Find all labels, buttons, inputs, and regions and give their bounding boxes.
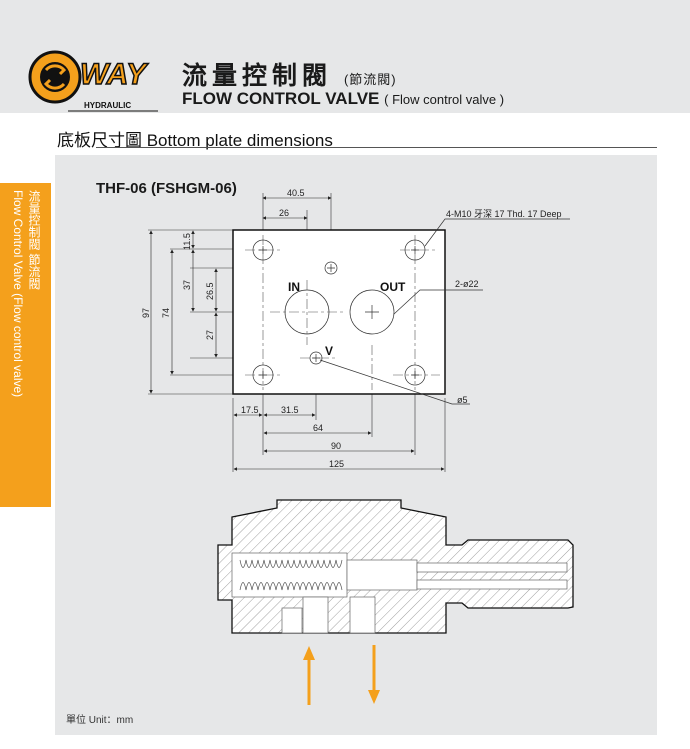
dim-64: 64 [313, 423, 323, 433]
logo-subtitle: HYDRAULIC [84, 101, 131, 110]
dim-97: 97 [141, 308, 151, 318]
spring [239, 559, 343, 591]
dim-26: 26 [279, 208, 289, 218]
dim-27: 27 [205, 330, 215, 340]
bolt-hole [404, 239, 426, 261]
dim-74: 74 [161, 308, 171, 318]
bolt-hole [252, 364, 274, 386]
v-callout: ø5 [457, 395, 468, 405]
v-port [309, 351, 323, 365]
logo-wordmark: WAY [80, 58, 149, 91]
dim-37: 37 [182, 280, 192, 290]
in-label: IN [288, 280, 300, 294]
dim-31-5: 31.5 [281, 405, 299, 415]
dim-17-5: 17.5 [241, 405, 259, 415]
dim-11-5: 11.5 [182, 233, 192, 250]
dim-26-5: 26.5 [205, 282, 215, 300]
header-band [0, 0, 690, 113]
dim-90: 90 [331, 441, 341, 451]
title-chinese: 流量控制閥 (節流閥) [182, 62, 397, 90]
port-callout: 2-ø22 [455, 279, 479, 289]
title-english: FLOW CONTROL VALVE ( Flow control valve … [182, 89, 505, 108]
out-port [349, 289, 395, 335]
section-divider [96, 147, 657, 148]
bolt-callout: 4-M10 牙深 17 Thd. 17 Deep [446, 209, 562, 219]
way-hydraulic-logo: WAY HYDRAULIC [28, 50, 158, 112]
side-tab [0, 183, 51, 507]
unit-note: 單位 Unit：mm [66, 715, 134, 726]
valve-cross-section [217, 499, 574, 634]
dim-40-5: 40.5 [287, 188, 305, 198]
bolt-hole [404, 364, 426, 386]
in-port [284, 289, 330, 335]
flow-arrows [303, 645, 380, 705]
dim-125: 125 [329, 459, 344, 469]
v-label: V [325, 344, 333, 358]
bottom-plate [232, 229, 446, 395]
out-label: OUT [380, 280, 406, 294]
section-title: 底板尺寸圖 Bottom plate dimensions [57, 131, 333, 150]
model-label: THF-06 (FSHGM-06) [96, 180, 237, 197]
bolt-hole [252, 239, 274, 261]
pin-hole [324, 261, 338, 275]
